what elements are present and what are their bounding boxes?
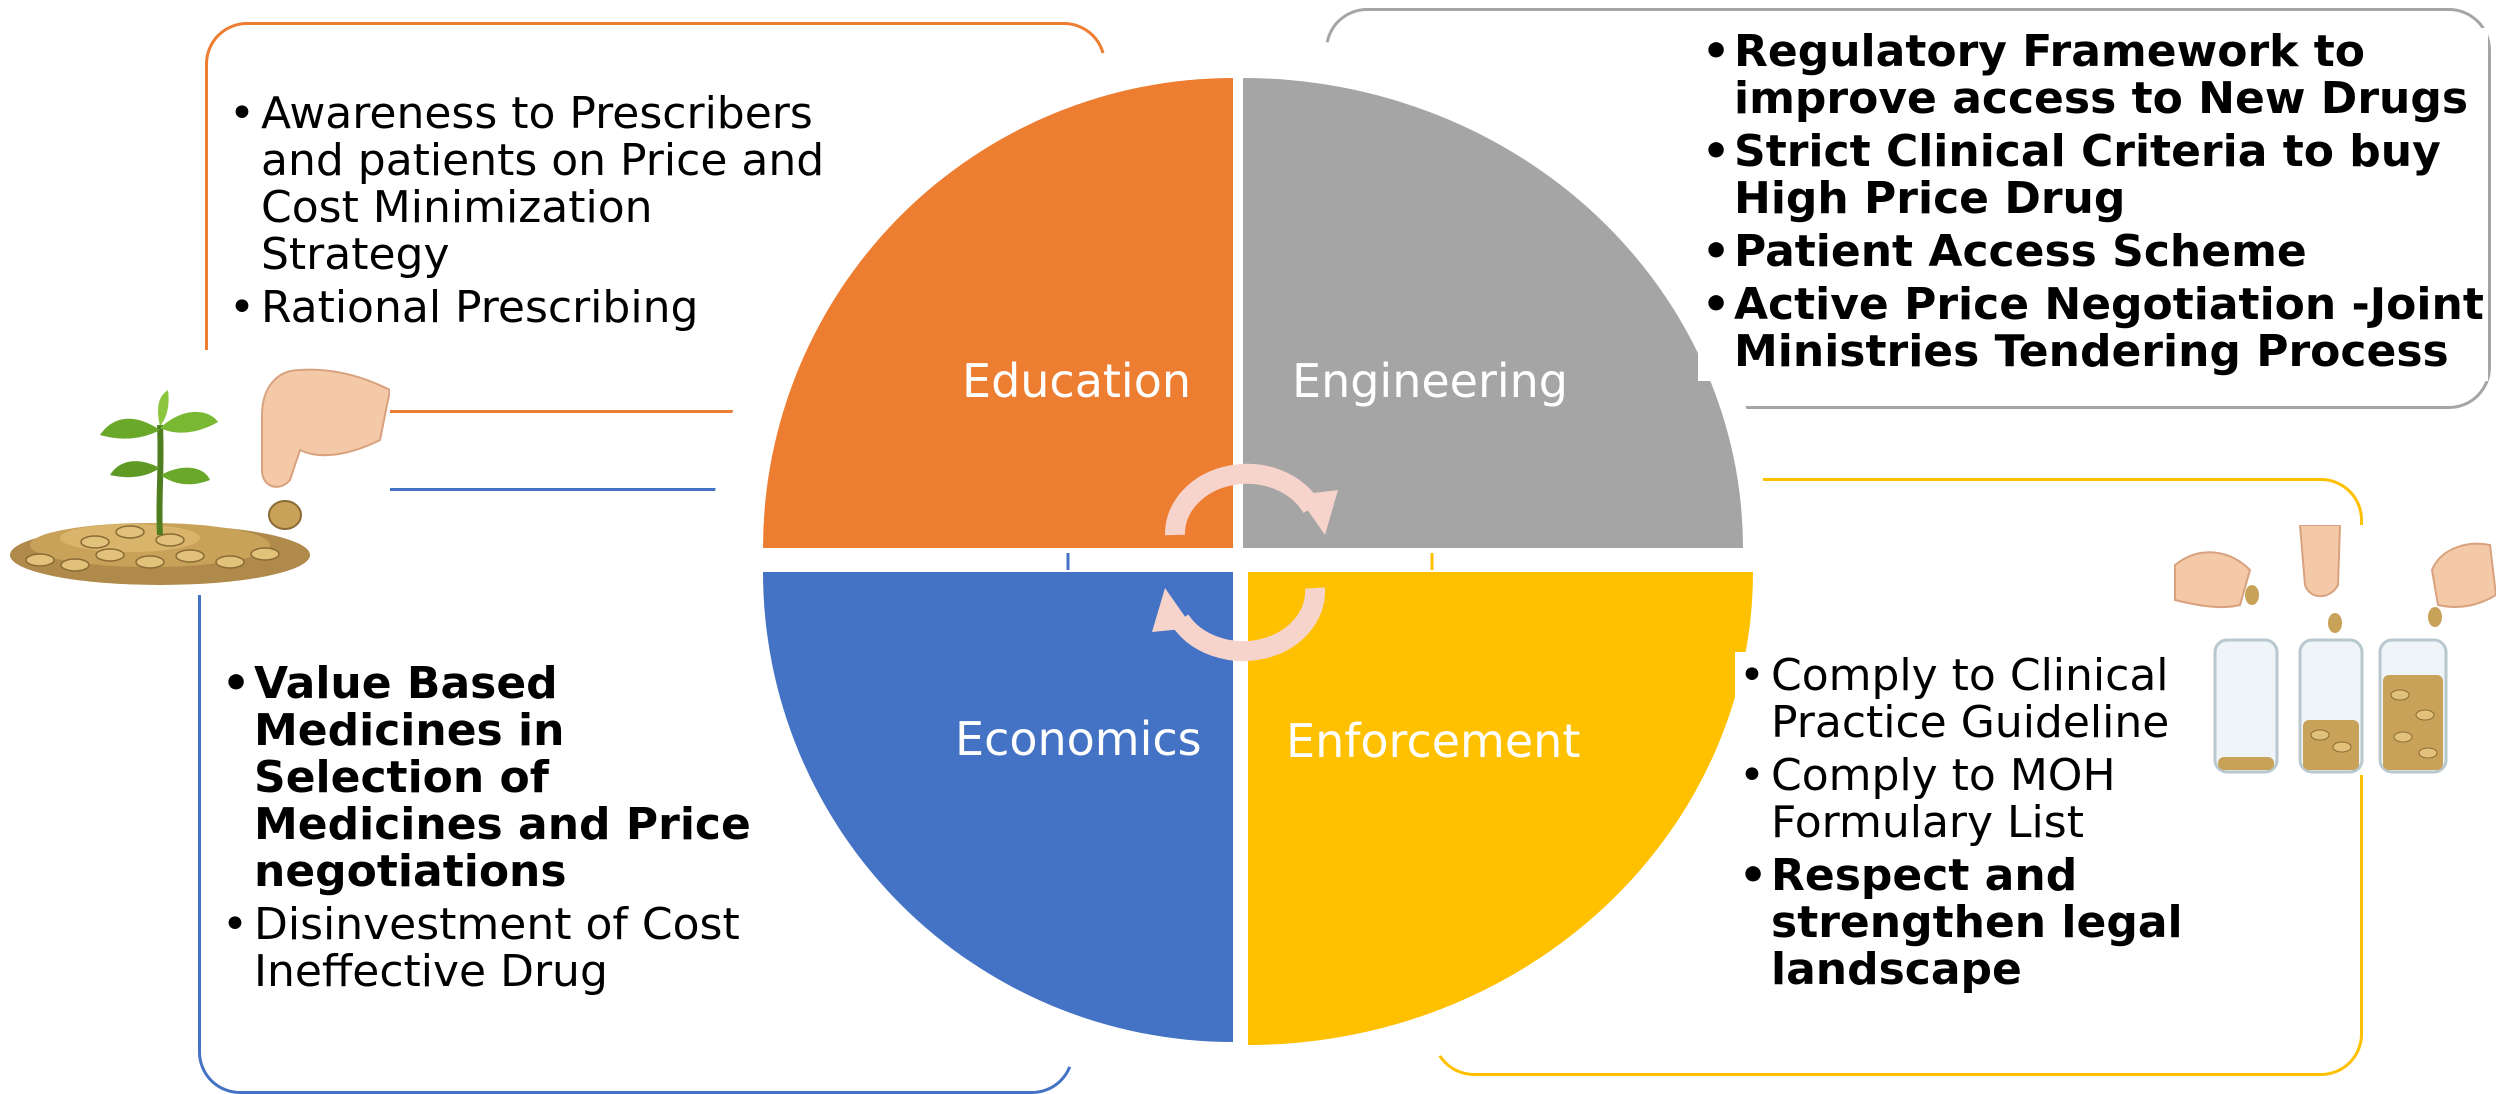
coin-jars-image bbox=[2170, 525, 2496, 775]
economics-quadrant bbox=[763, 572, 1233, 1042]
cycle-arrows-icon bbox=[1152, 463, 1338, 662]
engineering-quadrant bbox=[1243, 78, 1743, 548]
education-item: Rational Prescribing bbox=[225, 284, 845, 331]
engineering-item: Patient Access Scheme bbox=[1698, 228, 2488, 275]
plant-coins-image bbox=[0, 350, 390, 595]
economics-label: Economics bbox=[955, 712, 1202, 766]
enforcement-item: Comply to Clinical Practice Guideline bbox=[1735, 652, 2205, 746]
engineering-text: Regulatory Framework to improve access t… bbox=[1698, 28, 2488, 381]
enforcement-item: Comply to MOH Formulary List bbox=[1735, 752, 2205, 846]
economics-text: Value Based Medicines in Selection of Me… bbox=[218, 660, 763, 1001]
engineering-label: Engineering bbox=[1292, 354, 1568, 408]
economics-item: Value Based Medicines in Selection of Me… bbox=[218, 660, 763, 895]
enforcement-text: Comply to Clinical Practice Guideline Co… bbox=[1735, 652, 2205, 999]
enforcement-item: Respect and strengthen legal landscape bbox=[1735, 852, 2205, 993]
economics-item: Disinvestment of Cost Ineffective Drug bbox=[218, 901, 763, 995]
enforcement-quadrant bbox=[1248, 572, 1753, 1045]
enforcement-label: Enforcement bbox=[1286, 714, 1581, 768]
education-label: Education bbox=[962, 354, 1192, 408]
education-item: Awareness to Prescribers and patients on… bbox=[225, 90, 845, 278]
education-text: Awareness to Prescribers and patients on… bbox=[225, 90, 845, 337]
engineering-item: Strict Clinical Criteria to buy High Pri… bbox=[1698, 128, 2488, 222]
engineering-item: Active Price Negotiation -Joint Ministri… bbox=[1698, 281, 2488, 375]
engineering-item: Regulatory Framework to improve access t… bbox=[1698, 28, 2488, 122]
education-quadrant bbox=[763, 78, 1233, 548]
